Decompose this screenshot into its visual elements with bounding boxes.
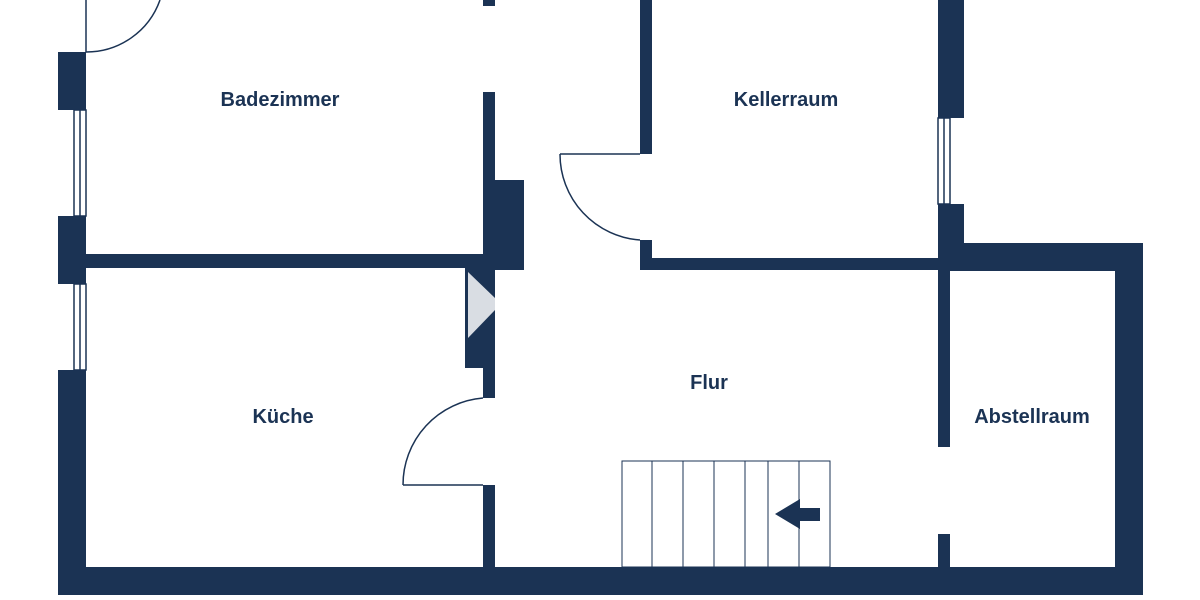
room-labels: Badezimmer Kellerraum Küche Flur Abstell…	[221, 89, 1090, 428]
door-badezimmer-exterior	[85, 0, 161, 53]
kueche-right-wall-mid	[483, 368, 495, 398]
bottom-wall	[58, 567, 1143, 595]
label-kueche: Küche	[252, 406, 313, 428]
left-wall-top	[58, 52, 86, 110]
windows	[73, 109, 951, 371]
bad-right-wall-top	[483, 0, 495, 6]
watermark-logo	[468, 272, 495, 338]
bad-kueche-wall	[86, 254, 496, 268]
kueche-right-wall-bottom	[483, 485, 495, 580]
kellerraum-left-wall-top	[640, 0, 652, 154]
right-wall	[1115, 243, 1143, 595]
label-abstellraum: Abstellraum	[974, 406, 1090, 428]
bad-right-wall	[483, 92, 495, 268]
window-kueche	[73, 283, 87, 371]
chimney-block	[495, 180, 524, 270]
left-wall-middle	[58, 216, 86, 284]
abstellraum-left-wall-top	[938, 271, 950, 447]
window-badezimmer	[73, 109, 87, 217]
doors	[85, 0, 641, 486]
abstellraum-left-wall-bottom	[938, 534, 950, 574]
label-flur: Flur	[690, 372, 728, 394]
staircase-outline	[621, 460, 831, 568]
label-kellerraum: Kellerraum	[734, 89, 839, 111]
left-wall-bottom	[58, 370, 86, 595]
staircase	[621, 460, 831, 568]
kellerraum-right-wall-top	[938, 0, 964, 118]
walls	[58, 0, 1143, 595]
window-kellerraum	[937, 117, 951, 205]
label-badezimmer: Badezimmer	[221, 89, 340, 111]
door-kellerraum	[559, 153, 641, 241]
abstellraum-top-wall	[938, 243, 1143, 271]
kellerraum-bottom-wall	[640, 258, 965, 270]
door-kueche	[402, 397, 484, 486]
stair-direction-arrow-icon	[775, 499, 820, 529]
